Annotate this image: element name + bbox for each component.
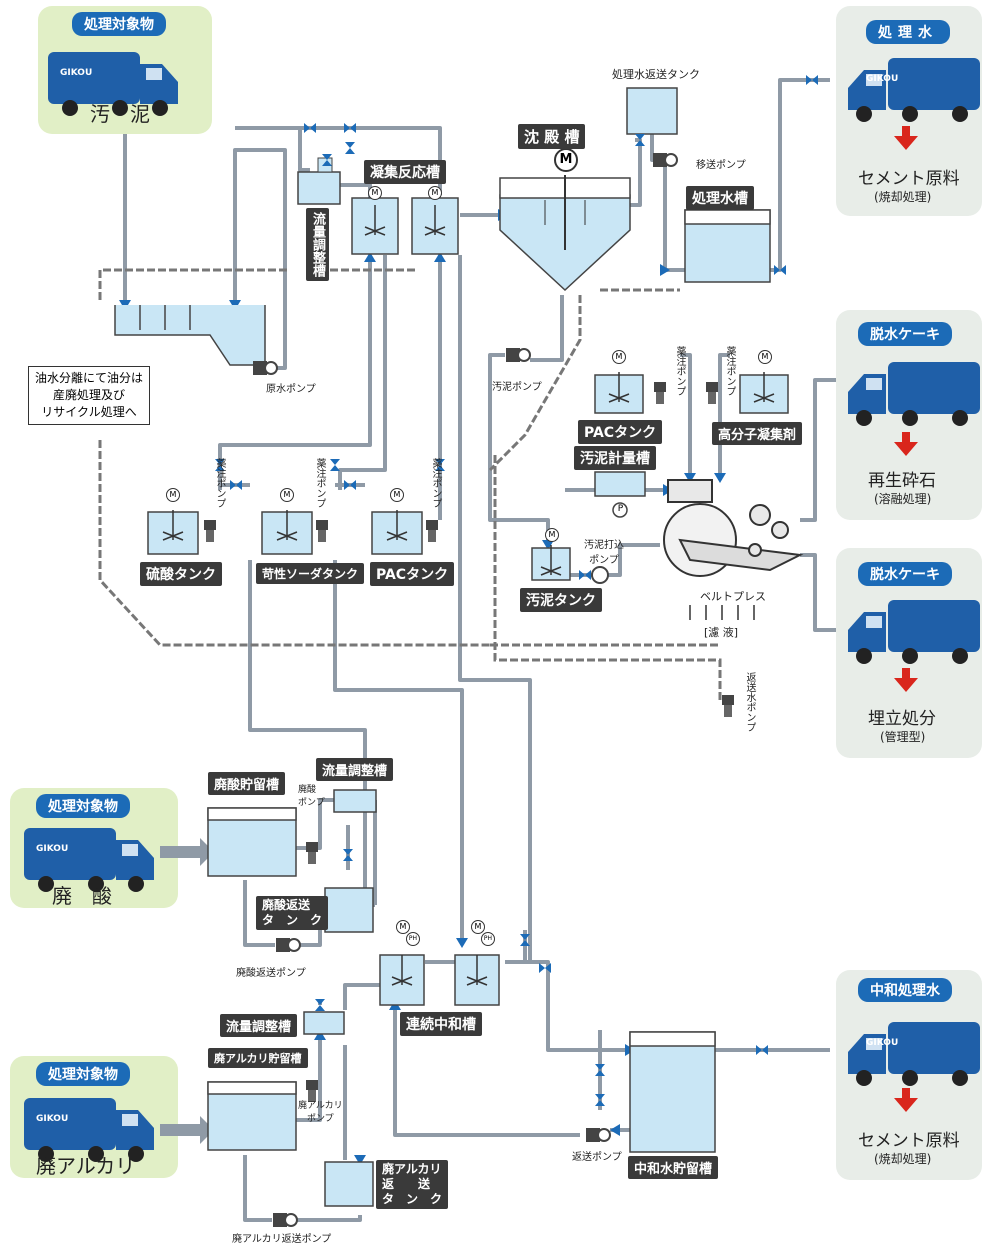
treated-tank-label: 処理水槽 xyxy=(686,186,754,210)
settling-tank-label: 沈 殿 槽 xyxy=(518,124,586,149)
truck-logo-neutral: GIKOU xyxy=(866,1038,899,1048)
sludge-meter-label: 汚泥計量槽 xyxy=(574,446,656,470)
sludge-feed-pump-label: 汚泥打込 ポンプ xyxy=(584,540,624,566)
alkali-source-name: 廃アルカリ xyxy=(36,1154,136,1178)
neutral-motor-1-icon: M xyxy=(396,920,410,934)
pac-top-motor-icon: M xyxy=(612,350,626,364)
transfer-pump-label: 移送ポンプ xyxy=(696,160,746,171)
alkali-pump-label: 廃アルカリ ポンプ xyxy=(298,1101,343,1124)
acid-source-tag: 処理対象物 xyxy=(36,794,130,818)
pac-tank-top-label: PACタンク xyxy=(578,420,663,444)
coag-motor-1-icon: M xyxy=(368,186,382,200)
ph-sensor-1-icon: PH xyxy=(406,932,420,946)
belt-press-label: ベルトプレス xyxy=(700,590,766,603)
pac-bottom-motor-icon: M xyxy=(390,488,404,502)
oil-separator xyxy=(114,305,266,366)
cake2-dest: 埋立処分 xyxy=(868,709,936,729)
sludge-tank-label: 汚泥タンク xyxy=(520,588,602,612)
neutral-water-sub: (焼却処理) xyxy=(874,1152,932,1166)
sludge-source-tag: 処理対象物 xyxy=(72,12,166,36)
caustic-tank-label: 苛性ソーダタンク xyxy=(256,563,365,584)
truck-logo-alkali: GIKOU xyxy=(36,1114,69,1124)
alkali-return-pump-label: 廃アルカリ返送ポンプ xyxy=(232,1234,332,1245)
acid-return-tank-label: 廃酸返送 タ ン ク xyxy=(256,896,329,930)
truck-logo-acid: GIKOU xyxy=(36,844,69,854)
coag-tank-label: 凝集反応槽 xyxy=(364,160,446,184)
neutral-water-tag: 中和処理水 xyxy=(858,978,952,1002)
sulfuric-tank-label: 硫酸タンク xyxy=(140,562,222,586)
flow-adjust-tank-vertical-label: 流量調整槽 xyxy=(306,208,329,281)
polymer-motor-icon: M xyxy=(758,350,772,364)
return-tank-label: 処理水返送タンク xyxy=(612,68,700,81)
truck-logo-treated: GIKOU xyxy=(866,74,899,84)
alkali-return-tank-label: 廃アルカリ 返 送 タ ン ク xyxy=(376,1160,449,1209)
polymer-label: 高分子凝集剤 xyxy=(712,422,803,445)
acid-storage-label: 廃酸貯留槽 xyxy=(208,772,286,795)
flow-adjust-tank-1-label: 流量調整槽 xyxy=(316,758,394,781)
alkali-storage-label: 廃アルカリ貯留槽 xyxy=(208,1048,308,1068)
coag-motor-2-icon: M xyxy=(428,186,442,200)
flow-adjust-tank-2-label: 流量調整槽 xyxy=(220,1014,298,1037)
raw-pump-label: 原水ポンプ xyxy=(266,384,316,395)
acid-return-pump-label: 廃酸返送ポンプ xyxy=(236,968,306,979)
continuous-neutral-label: 連続中和槽 xyxy=(400,1012,482,1036)
filtrate-label: [濾 液] xyxy=(704,626,739,639)
ph-sensor-2-icon: PH xyxy=(481,932,495,946)
return-pump-label: 返送ポンプ xyxy=(572,1152,622,1163)
cake1-dest: 再生砕石 xyxy=(868,471,936,491)
dosing-pump-label-1: 薬注ポンプ xyxy=(214,458,225,508)
treated-water-tag: 処理水 xyxy=(866,20,950,44)
sulfuric-motor-icon: M xyxy=(166,488,180,502)
cake1-sub: (溶融処理) xyxy=(874,492,932,506)
neutral-motor-2-icon: M xyxy=(471,920,485,934)
cake1-tag: 脱水ケーキ xyxy=(858,322,952,346)
sludge-source-name: 汚 泥 xyxy=(90,102,150,126)
acid-source-name: 廃 酸 xyxy=(52,884,112,908)
dosing-pump-label-3: 薬注ポンプ xyxy=(430,458,441,508)
dosing-pump-label-top-2: 薬注ポンプ xyxy=(724,346,735,396)
sludge-tank-motor-icon: M xyxy=(545,528,559,542)
dosing-pump-label-top-1: 薬注ポンプ xyxy=(674,346,685,396)
neutral-water-dest: セメント原料 xyxy=(858,1131,960,1151)
acid-pump-label: 廃酸 ポンプ xyxy=(298,785,325,808)
cake2-tag: 脱水ケーキ xyxy=(858,562,952,586)
dosing-pump-label-2: 薬注ポンプ xyxy=(314,458,325,508)
settling-motor-icon: M xyxy=(554,148,578,172)
oil-separation-note: 油水分離にて油分は 産廃処理及び リサイクル処理へ xyxy=(28,366,151,425)
cake2-sub: (管理型) xyxy=(880,730,926,744)
sludge-pump-label: 汚泥ポンプ xyxy=(492,382,542,393)
neutral-storage-label: 中和水貯留槽 xyxy=(628,1156,719,1179)
return-water-pump-label: 返送水ポンプ xyxy=(744,672,755,732)
pac-tank-bottom-label: PACタンク xyxy=(370,562,455,586)
alkali-source-tag: 処理対象物 xyxy=(36,1062,130,1086)
pressure-gauge-icon: P xyxy=(617,504,624,514)
caustic-motor-icon: M xyxy=(280,488,294,502)
truck-logo-sludge: GIKOU xyxy=(60,68,93,78)
treated-water-sub: (焼却処理) xyxy=(874,190,932,204)
treated-water-dest: セメント原料 xyxy=(858,169,960,189)
